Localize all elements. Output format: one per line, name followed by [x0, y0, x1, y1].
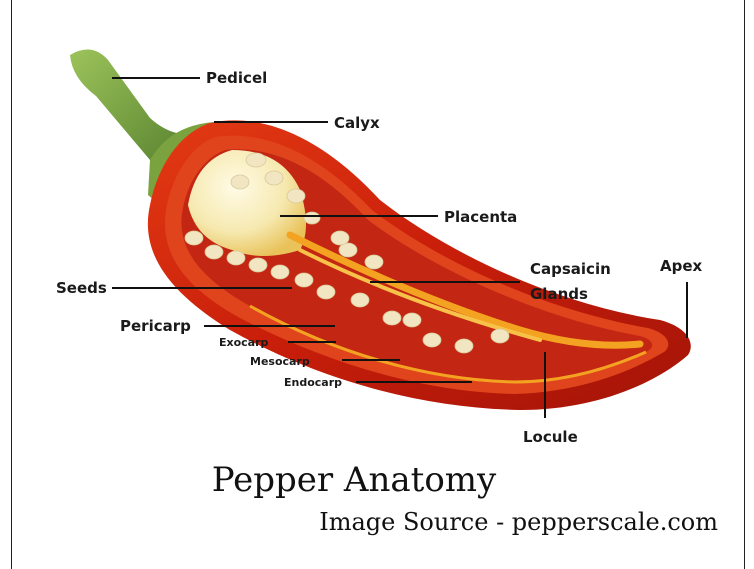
image-source: Image Source - pepperscale.com	[319, 508, 718, 536]
label-glands: Glands	[530, 285, 588, 303]
label-locule: Locule	[523, 428, 578, 446]
label-mesocarp: Mesocarp	[250, 355, 310, 368]
label-pericarp: Pericarp	[120, 317, 191, 335]
label-calyx: Calyx	[334, 114, 380, 132]
diagram-title: Pepper Anatomy	[0, 460, 708, 500]
label-placenta: Placenta	[444, 208, 517, 226]
label-pedicel: Pedicel	[206, 69, 267, 87]
label-capsaicin: Capsaicin	[530, 260, 611, 278]
label-seeds: Seeds	[56, 279, 107, 297]
label-apex: Apex	[660, 257, 703, 275]
label-endocarp: Endocarp	[284, 376, 342, 389]
label-exocarp: Exocarp	[219, 336, 269, 349]
